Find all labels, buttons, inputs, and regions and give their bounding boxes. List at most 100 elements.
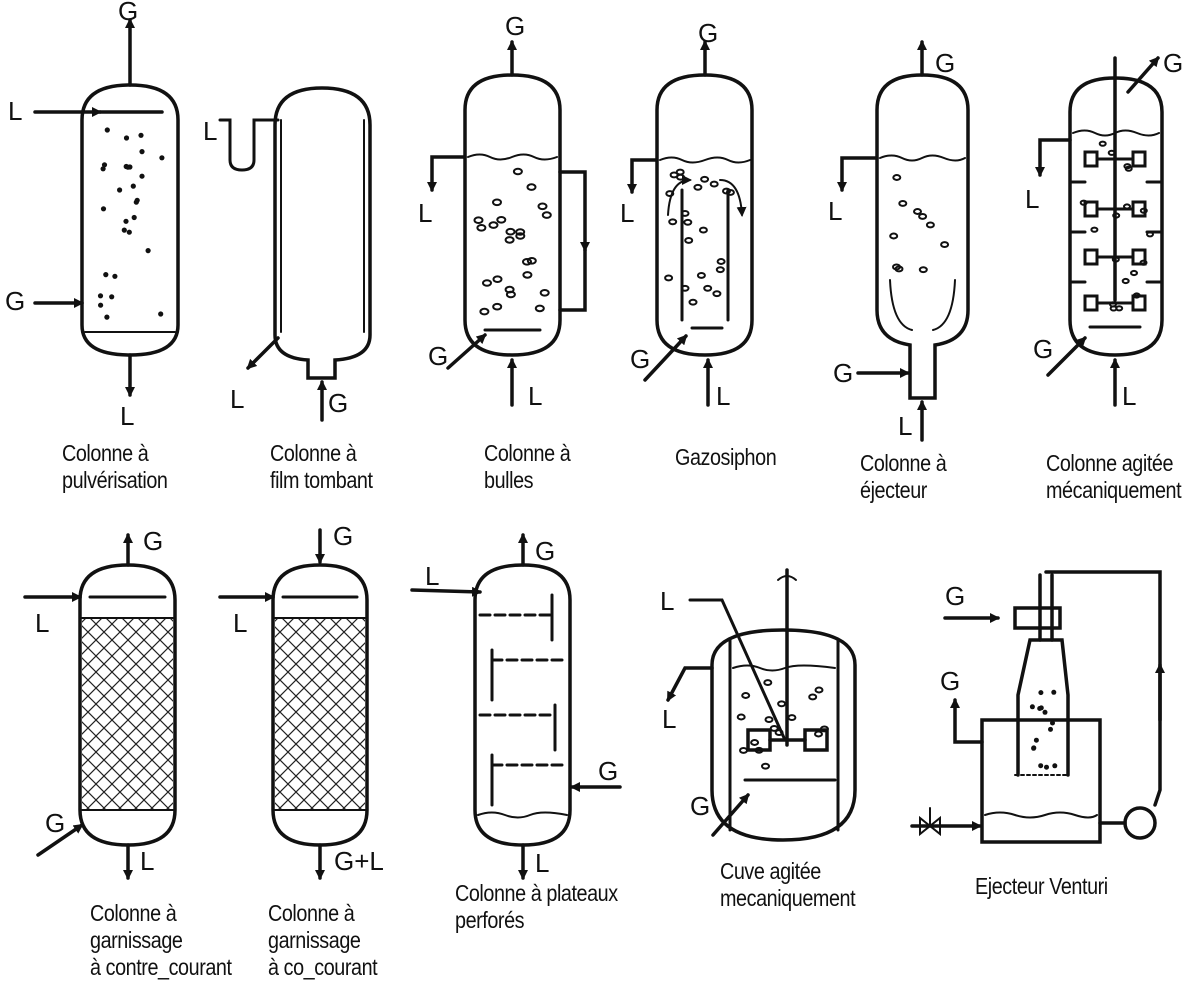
- label-g: G: [143, 526, 163, 556]
- label-g: G: [505, 11, 525, 41]
- droplet: [134, 197, 140, 203]
- bubble: [892, 174, 902, 181]
- caption-stirred-tank: Cuve agitée mecaniquement: [720, 858, 856, 911]
- label-l: L: [898, 411, 912, 441]
- droplet: [1051, 689, 1057, 695]
- label-g: G: [598, 756, 618, 786]
- droplet: [97, 293, 104, 299]
- bubble: [1139, 259, 1148, 266]
- label-l: L: [620, 198, 634, 228]
- label-g: G: [1163, 48, 1183, 78]
- caption-venturi-ejector: Ejecteur Venturi: [975, 873, 1108, 899]
- bubble: [1121, 277, 1130, 285]
- label-l: L: [230, 384, 244, 414]
- droplet: [100, 166, 106, 172]
- droplet: [1033, 737, 1039, 743]
- bubble: [814, 730, 823, 738]
- bubble: [1090, 226, 1099, 233]
- label-l: L: [203, 116, 217, 146]
- ejector-column: [837, 40, 970, 442]
- bubble: [700, 175, 710, 183]
- droplet: [158, 311, 164, 317]
- bubble-column: [427, 40, 590, 407]
- bubble: [940, 241, 950, 249]
- droplet: [130, 183, 136, 189]
- bubble: [696, 271, 706, 279]
- bubble: [763, 679, 773, 687]
- bubble: [680, 209, 690, 217]
- caption-falling-film-column: Colonne à film tombant: [270, 440, 373, 493]
- bubble: [1098, 140, 1107, 147]
- label-l: L: [535, 848, 549, 878]
- label-l: L: [120, 401, 134, 431]
- bubble: [1123, 203, 1131, 210]
- droplet: [101, 162, 108, 168]
- droplet: [1029, 704, 1035, 710]
- bubble: [894, 265, 904, 273]
- bubble: [504, 236, 515, 244]
- droplet: [123, 218, 129, 224]
- bubble: [761, 762, 770, 770]
- bubble: [1130, 269, 1138, 277]
- bubble: [488, 221, 499, 229]
- label-l: L: [662, 704, 676, 734]
- bubble: [534, 304, 545, 313]
- droplet: [103, 272, 109, 278]
- droplet: [123, 135, 130, 141]
- bubble: [522, 271, 533, 279]
- droplet: [112, 273, 118, 279]
- bubble: [512, 167, 523, 176]
- droplet: [109, 294, 115, 300]
- bubble: [1132, 292, 1141, 299]
- droplet: [104, 314, 110, 320]
- gas-siphon: [627, 40, 754, 407]
- bubble: [665, 190, 675, 198]
- caption-stirred-column: Colonne agitée mécaniquement: [1046, 450, 1182, 503]
- label-g: G: [333, 521, 353, 551]
- label-l: L: [1122, 381, 1136, 411]
- caption-packed-cocurrent: Colonne à garnissage à co_courant: [268, 900, 378, 980]
- label-g: G: [833, 358, 853, 388]
- droplet: [1052, 763, 1058, 769]
- label-l: L: [8, 96, 22, 126]
- caption-gas-siphon: Gazosiphon: [675, 444, 777, 470]
- label-g: G: [45, 808, 65, 838]
- bubble: [1124, 165, 1133, 172]
- droplet: [1038, 763, 1044, 769]
- droplet: [1038, 690, 1044, 696]
- droplet: [139, 149, 145, 155]
- bubble: [515, 232, 526, 240]
- packed-column-cocurrent: [218, 528, 369, 880]
- label-g: G: [535, 536, 555, 566]
- bubble: [750, 739, 760, 746]
- bubble: [482, 279, 492, 287]
- label-g: G: [690, 791, 710, 821]
- bubble: [492, 198, 502, 207]
- droplet: [145, 248, 151, 254]
- droplet: [98, 302, 104, 308]
- label-g: G: [940, 666, 960, 696]
- bubble: [925, 221, 935, 229]
- droplet: [1044, 764, 1049, 770]
- caption-bubble-column: Colonne à bulles: [484, 440, 571, 493]
- label-g: G: [118, 0, 138, 26]
- bubble: [680, 284, 690, 292]
- bubble: [913, 208, 922, 215]
- bubble: [808, 693, 818, 701]
- droplet: [1042, 709, 1048, 715]
- bubble: [736, 713, 746, 721]
- bubble: [774, 729, 784, 737]
- droplet: [138, 132, 144, 138]
- bubble: [889, 232, 899, 240]
- bubble: [539, 289, 550, 297]
- bubble: [1079, 199, 1088, 206]
- bubble: [479, 307, 490, 316]
- bubble: [787, 714, 797, 722]
- droplet: [121, 227, 127, 233]
- bubble: [492, 275, 503, 284]
- bubble: [698, 226, 708, 234]
- bubble: [537, 202, 548, 211]
- bubble: [715, 266, 725, 274]
- bubble: [712, 290, 722, 298]
- bubble: [476, 224, 487, 232]
